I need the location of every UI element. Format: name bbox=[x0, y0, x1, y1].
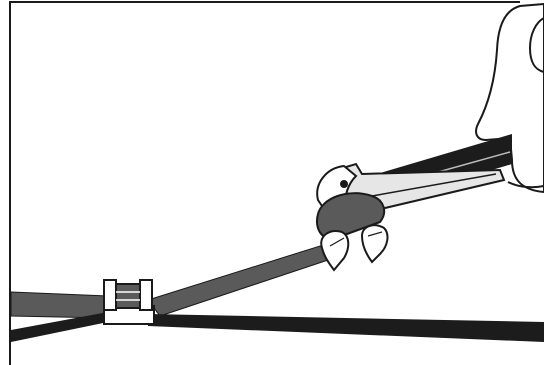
long-grey-strap bbox=[148, 246, 334, 316]
left-straps bbox=[11, 292, 108, 342]
strap-buckle-icon bbox=[104, 280, 154, 324]
ratchet-handle-icon bbox=[317, 164, 504, 270]
bottom-strap bbox=[148, 314, 544, 342]
